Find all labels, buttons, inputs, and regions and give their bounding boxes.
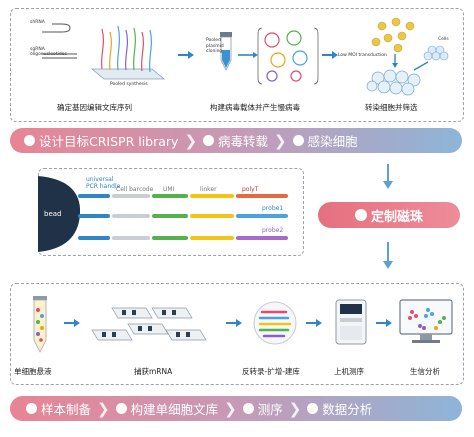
chevron-right-icon: ❯ — [274, 131, 287, 150]
single-cell-steps-pill: 样本制备 ❯ 构建单细胞文库 ❯ 测序 ❯ 数据分析 — [10, 396, 462, 421]
cell-suspension-tube-icon — [33, 296, 47, 353]
pill1-step-3: 感染细胞 — [292, 131, 358, 150]
probe-row-2-probe1 — [236, 214, 288, 218]
low-moi-label: Low MOI transduction — [338, 53, 387, 58]
probe-row-1-linker — [190, 194, 234, 198]
probe-row-3-umi — [152, 236, 188, 240]
cell-barcode-label: Cell barcode — [116, 186, 154, 193]
probe-row-3-probe2 — [236, 236, 288, 240]
step3-caption: 转染细胞并筛选 — [365, 103, 418, 112]
pill1-step-2: 病毒转载 — [203, 131, 268, 150]
custom-bead-pill: 定制磁珠 — [318, 202, 460, 228]
pill2-step-4-label: 数据分析 — [322, 402, 373, 417]
three-quarter-circle-icon — [307, 403, 319, 414]
pill2-step-2: 构建单细胞文库 — [115, 399, 219, 418]
flow-arrow-5 — [306, 319, 322, 327]
flow-arrow-6 — [376, 319, 392, 327]
pooled-synthesis-illustration — [42, 23, 166, 80]
caption-sequencing: 上机测序 — [334, 367, 364, 376]
quarter-circle-icon — [292, 135, 304, 146]
plasmid-cloning-label: Pooled plasmid cloning — [206, 38, 224, 54]
probe-row-3-handle — [78, 236, 110, 240]
umi-label: UMI — [163, 186, 175, 193]
custom-bead-pill-label: 定制磁珠 — [370, 209, 423, 225]
probe1-label: probe1 — [262, 205, 284, 212]
transduction-illustration — [366, 17, 449, 96]
flow-arrow-4 — [226, 319, 242, 327]
plasmid-cloning-illustration — [220, 27, 319, 85]
pill2-step-4: 数据分析 — [307, 399, 372, 418]
step1-caption: 确定基因编辑文库序列 — [57, 103, 132, 112]
polyt-label: polyT — [242, 186, 259, 193]
pill1-step-1: 设计目标CRISPR library — [24, 131, 178, 150]
chevron-right-icon: ❯ — [224, 399, 237, 418]
probe-row-1-polyt — [236, 194, 288, 198]
bead-probe-panel — [38, 168, 304, 256]
chevron-right-icon: ❯ — [288, 399, 302, 418]
crispr-workflow-panel — [10, 8, 464, 122]
pill1-step-3-label: 感染细胞 — [307, 134, 358, 149]
chevron-right-icon: ❯ — [184, 131, 198, 150]
pill2-step-3: 测序 — [242, 399, 283, 418]
library-strands-icon — [253, 301, 297, 345]
bead-icon — [354, 209, 367, 221]
probe-row-2-handle — [78, 214, 110, 218]
pooled-synthesis-label: Pooled synthesis — [110, 82, 148, 87]
probe-row-2-umi — [152, 214, 188, 218]
shrna-label: shRNA — [30, 20, 45, 25]
pill2-step-3-label: 测序 — [257, 402, 283, 417]
pill1-step-1-label: 设计目标CRISPR library — [39, 134, 179, 149]
sequencer-icon — [335, 299, 367, 345]
linker-label: linker — [200, 186, 217, 193]
step2-caption: 构建病毒载体并产生慢病毒 — [210, 103, 300, 112]
caption-cell-suspension: 单细胞悬液 — [14, 367, 52, 376]
play-circle-icon — [26, 403, 37, 414]
pill2-step-2-label: 构建单细胞文库 — [130, 402, 219, 417]
pill1-step-2-label: 病毒转载 — [218, 134, 269, 149]
probe2-label: probe2 — [262, 227, 284, 234]
flow-arrow-2 — [322, 51, 338, 59]
capture-chip-illustration — [91, 307, 207, 341]
crispr-steps-pill: 设计目标CRISPR library ❯ 病毒转载 ❯ 感染细胞 — [10, 128, 462, 153]
down-arrow-2 — [383, 242, 393, 269]
probe-row-3-barcode — [112, 236, 150, 240]
bead-label: bead — [44, 210, 62, 218]
universal-pcr-handle-label: universal PCR handle — [86, 176, 121, 190]
probe-row-1-handle — [78, 194, 110, 198]
chevron-right-icon: ❯ — [97, 399, 110, 418]
half-circle-icon — [203, 135, 215, 146]
flow-arrow-1 — [178, 51, 194, 59]
probe-row-2-linker — [190, 214, 234, 218]
bead-shape — [38, 176, 80, 252]
probe-row-2-barcode — [112, 214, 150, 218]
play-circle-icon — [24, 135, 35, 146]
down-arrow-1 — [383, 164, 393, 189]
pill2-step-1-label: 样本制备 — [41, 402, 92, 417]
sgrna-label: sgRNA oligonucleotides — [30, 47, 67, 57]
probe-row-1-umi — [152, 194, 188, 198]
probe-row-1-barcode — [112, 194, 150, 198]
analysis-monitor-icon — [399, 299, 453, 343]
flow-arrow-3 — [64, 319, 80, 327]
caption-analysis: 生信分析 — [410, 367, 440, 376]
quarter-circle-icon — [242, 403, 254, 414]
cells-label: Cells — [438, 37, 449, 42]
pill2-step-1: 样本制备 — [26, 399, 91, 418]
half-circle-icon — [115, 403, 127, 414]
caption-library-prep: 反转录-扩增-建库 — [242, 367, 300, 376]
probe-row-3-linker — [190, 236, 234, 240]
single-cell-workflow-panel — [10, 283, 464, 385]
caption-capture-mrna: 捕获mRNA — [134, 367, 173, 376]
